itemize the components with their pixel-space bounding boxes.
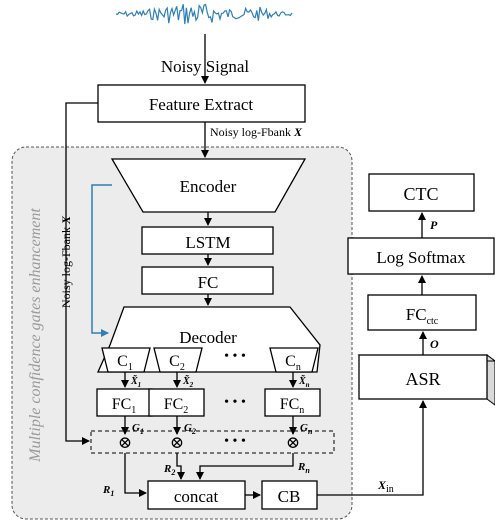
encoder-decoder-skip-arrow xyxy=(91,184,112,337)
r1-label: R1 xyxy=(102,484,114,498)
p-label: P xyxy=(430,218,438,232)
lstm-label: LSTM xyxy=(185,233,230,252)
decoder-label: Decoder xyxy=(179,328,237,347)
fc-ctc-box xyxy=(367,294,477,331)
concat-box xyxy=(147,480,246,510)
multiply-gate-1: ⊗ xyxy=(118,433,132,452)
r2-label: R2 xyxy=(163,463,175,477)
head-c2 xyxy=(153,347,203,373)
fc1-box xyxy=(96,388,153,417)
multiply-gate-n: ⊗ xyxy=(286,433,300,452)
x-in-label: Xin xyxy=(377,478,394,495)
ellipsis-0: • • • xyxy=(224,349,246,364)
fc1-label: FC1 xyxy=(112,396,137,416)
ctc-box xyxy=(368,173,475,212)
ellipsis-2: • • • xyxy=(224,434,246,449)
cb-box xyxy=(261,480,318,510)
asr-box xyxy=(358,354,488,400)
feature-extract-box xyxy=(97,84,306,123)
head-cn xyxy=(269,347,319,373)
asr-label: ASR xyxy=(405,369,440,389)
encoder-box xyxy=(110,158,307,213)
o-label: O xyxy=(430,337,439,351)
xtilde-n-label: X̃n xyxy=(298,374,310,389)
cb-label: CB xyxy=(278,487,301,506)
ctc-label: CTC xyxy=(403,184,438,204)
fc2-label: FC2 xyxy=(164,396,189,416)
head-c1 xyxy=(101,347,151,373)
head-c2-label: C2 xyxy=(169,353,185,373)
decoder-box xyxy=(96,306,321,373)
gate-row xyxy=(90,430,335,454)
lstm-box xyxy=(141,226,274,255)
head-c1-label: C1 xyxy=(117,353,133,373)
g2-label: G2 xyxy=(184,422,196,436)
ellipsis-1: • • • xyxy=(224,395,246,410)
feature-extract-label: Feature Extract xyxy=(149,95,254,114)
cb-to-asr-arrow xyxy=(317,400,427,496)
side-noisy-path xyxy=(65,102,98,445)
signal-label: Noisy Signal xyxy=(161,57,250,76)
asr-box-side xyxy=(486,354,495,406)
noisy-x-edge-label: Noisy log-Fbank X xyxy=(210,125,303,139)
head-cn-label: Cn xyxy=(285,353,301,373)
r2-arrow xyxy=(176,453,185,480)
fc-ctc-label: FCctc xyxy=(406,305,439,327)
fcn-box xyxy=(264,388,321,417)
rn-arrow xyxy=(196,453,294,480)
xtilde-1-label: X̃1 xyxy=(130,374,141,389)
log-softmax-label: Log Softmax xyxy=(376,248,466,267)
noisy-waveform xyxy=(115,3,293,25)
r1-arrow xyxy=(124,453,147,497)
rn-label: Rn xyxy=(297,461,310,475)
concat-label: concat xyxy=(174,487,219,506)
log-softmax-box xyxy=(347,237,495,275)
multiply-gate-2: ⊗ xyxy=(170,433,184,452)
xtilde-2-label: X̃2 xyxy=(182,374,194,389)
encoder-label: Encoder xyxy=(180,177,237,196)
fcn-label: FCn xyxy=(280,396,305,416)
fc-label: FC xyxy=(198,273,219,292)
side-edge-label: Noisy log-Fbank X xyxy=(59,215,73,308)
group-label: Multiple confidence gates enhancement xyxy=(27,208,44,463)
